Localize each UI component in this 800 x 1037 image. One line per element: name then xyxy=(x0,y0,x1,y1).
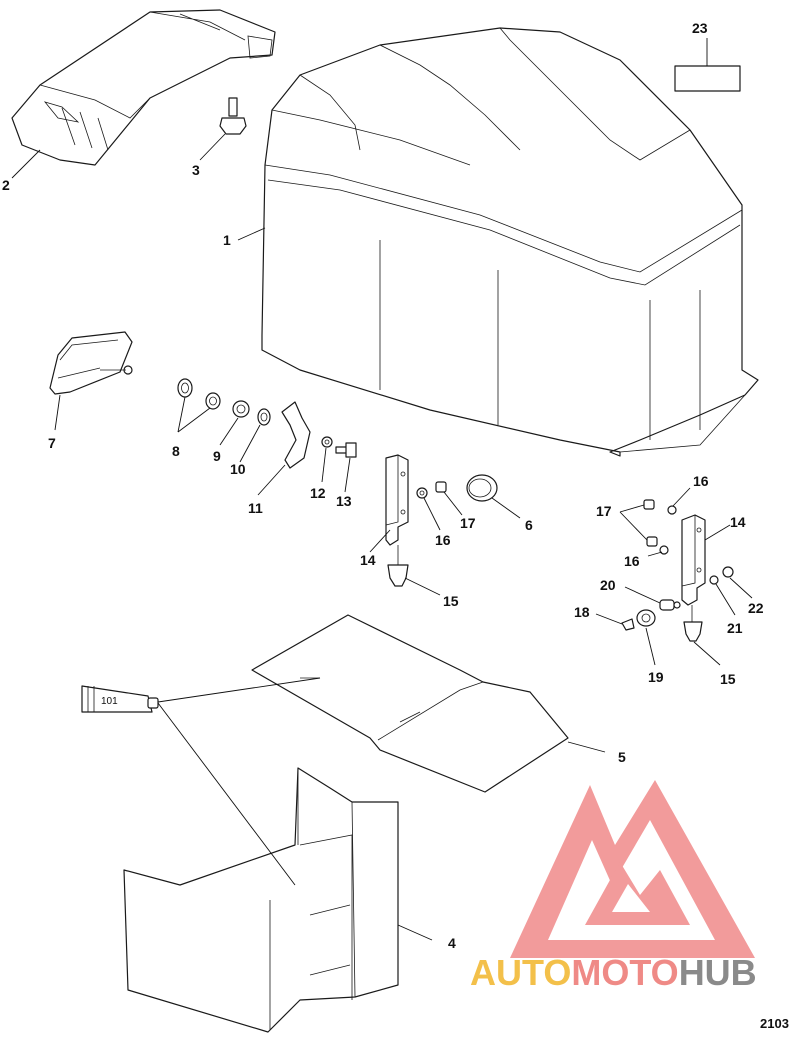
nut-part-17-left xyxy=(435,481,447,493)
callout-14-left: 14 xyxy=(360,552,376,568)
nut-part-16-right xyxy=(659,505,677,555)
callout-8: 8 xyxy=(172,443,180,459)
callout-21: 21 xyxy=(727,620,743,636)
callout-1: 1 xyxy=(223,232,231,248)
adhesive-tube xyxy=(81,685,159,713)
callout-18: 18 xyxy=(574,604,590,620)
watermark-hub: HUB xyxy=(679,952,757,993)
callout-15-left: 15 xyxy=(443,593,459,609)
washer-part-21 xyxy=(709,575,719,585)
grommet-part-8 xyxy=(177,378,221,410)
callout-7: 7 xyxy=(48,435,56,451)
callout-20: 20 xyxy=(600,577,616,593)
callout-22: 22 xyxy=(748,600,764,616)
callout-14-right: 14 xyxy=(730,514,746,530)
washer-part-10 xyxy=(257,408,271,426)
screw-part-13 xyxy=(335,442,357,458)
callout-17-left: 17 xyxy=(460,515,476,531)
nut-part-17-right xyxy=(643,499,658,547)
callout-6: 6 xyxy=(525,517,533,533)
callout-9: 9 xyxy=(213,448,221,464)
callout-4: 4 xyxy=(448,935,456,951)
callout-11: 11 xyxy=(248,500,263,516)
top-cowl-vent-part xyxy=(11,9,276,166)
bracket-part-14-left xyxy=(385,454,409,546)
nut-part-22 xyxy=(722,566,734,578)
svg-text:AUTOMOTOHUB: AUTOMOTOHUB xyxy=(470,952,757,993)
callout-16-right-top: 16 xyxy=(693,473,709,489)
callout-16-left: 16 xyxy=(435,532,451,548)
callout-3: 3 xyxy=(192,162,200,178)
callout-10: 10 xyxy=(230,461,246,477)
rubber-bumper-part-15-right xyxy=(683,605,703,642)
rubber-bumper-part-15-left xyxy=(387,545,409,587)
watermark-auto: AUTO xyxy=(470,952,571,993)
callout-labels: 1 2 3 4 5 6 7 8 9 10 11 12 13 14 15 16 1… xyxy=(2,20,764,951)
watermark-text: AUTOMOTOHUB xyxy=(470,952,757,993)
latch-hook-part xyxy=(281,401,311,469)
callout-15-right: 15 xyxy=(720,671,736,687)
callout-16-right-bottom: 16 xyxy=(624,553,640,569)
callout-23: 23 xyxy=(692,20,708,36)
seal-pad-part xyxy=(251,614,569,793)
plug-part-6 xyxy=(466,474,498,502)
bolt-part-3 xyxy=(219,97,247,135)
callout-2: 2 xyxy=(2,177,10,193)
callout-19: 19 xyxy=(648,669,664,685)
latch-handle-part xyxy=(49,331,133,395)
callout-5: 5 xyxy=(618,749,626,765)
callout-17-right: 17 xyxy=(596,503,612,519)
watermark-moto: MOTO xyxy=(571,952,678,993)
seal-panel-part xyxy=(123,767,399,1033)
leader-lines xyxy=(11,133,753,941)
callout-13: 13 xyxy=(336,493,352,509)
figure-number: 2103 xyxy=(760,1016,789,1031)
nut-part-16-left xyxy=(416,487,428,499)
watermark-logo xyxy=(510,780,755,958)
washer-part-9 xyxy=(232,400,250,418)
pin-part-20 xyxy=(659,599,681,611)
washer-part-12 xyxy=(321,436,333,448)
bushing-part-19 xyxy=(636,609,656,627)
decal-label-part xyxy=(674,38,741,92)
clip-part-18 xyxy=(621,618,635,631)
top-cowl-part xyxy=(261,27,759,457)
callout-12: 12 xyxy=(310,485,326,501)
bracket-part-14-right xyxy=(681,514,706,606)
tube-label: 101 xyxy=(101,696,118,707)
